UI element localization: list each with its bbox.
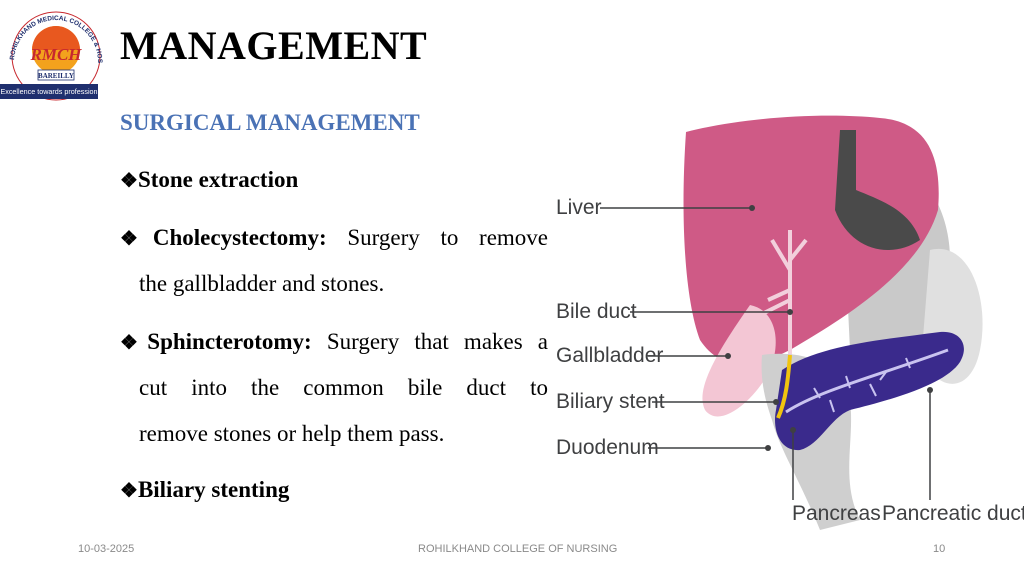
liver-shape xyxy=(683,115,939,364)
footer-page-number: 10 xyxy=(933,543,946,555)
logo-city: BAREILLY xyxy=(38,72,74,80)
footer-date: 10-03-2025 xyxy=(78,543,135,555)
bullet-term: Biliary stenting xyxy=(137,477,290,502)
gallbladder-shape xyxy=(702,305,776,417)
bullet-term: Cholecystectomy: xyxy=(152,225,327,250)
bullet-term: Stone extraction xyxy=(137,167,299,192)
footer-center-text: ROHILKHAND COLLEGE OF NURSING xyxy=(418,543,618,555)
logo-monogram: RMCH xyxy=(29,45,82,64)
bullet-continuation: cut into the common bile duct to xyxy=(139,375,548,400)
biliary-stent-shape xyxy=(776,354,792,419)
list-item: ❖Stone extraction xyxy=(120,160,548,218)
bullet-icon: ❖ xyxy=(120,332,148,354)
list-item: ❖Sphincterotomy: Surgery that makes a xyxy=(120,322,548,368)
list-item: ❖Cholecystectomy: Surgery to remove xyxy=(120,218,548,264)
label-pancreas: Pancreas xyxy=(792,502,881,525)
list-item: ❖Biliary stenting xyxy=(120,470,548,516)
bullet-icon: ❖ xyxy=(120,480,138,502)
biliary-anatomy-diagram: Liver Bile duct Gallbladder Biliary sten… xyxy=(550,100,1024,540)
bullet-text: Surgery that makes a xyxy=(326,329,548,354)
label-biliary-stent: Biliary stent xyxy=(556,390,665,413)
logo-tagline: Excellence towards profession xyxy=(0,87,97,96)
pancreatic-duct-shape xyxy=(785,348,949,414)
bullet-icon: ❖ xyxy=(120,228,153,250)
esophagus-shape xyxy=(835,130,920,250)
bullet-continuation: remove stones or help them pass. xyxy=(139,421,445,446)
bullet-text: Surgery to remove xyxy=(347,225,549,250)
slide-subtitle: SURGICAL MANAGEMENT xyxy=(120,110,420,135)
bullet-icon: ❖ xyxy=(120,170,138,192)
label-liver: Liver xyxy=(556,196,602,219)
pancreas-shape xyxy=(775,331,964,451)
label-pancreatic-duct: Pancreatic duct xyxy=(882,502,1024,525)
slide-title: MANAGEMENT xyxy=(120,23,428,68)
bullet-list: ❖Stone extraction ❖Cholecystectomy: Surg… xyxy=(120,160,548,516)
bullet-continuation: the gallbladder and stones. xyxy=(139,271,385,296)
college-logo: ROHILKHAND MEDICAL COLLEGE & HOSPITAL RM… xyxy=(0,0,112,104)
label-bile-duct: Bile duct xyxy=(556,300,637,323)
label-duodenum: Duodenum xyxy=(556,436,659,459)
label-gallbladder: Gallbladder xyxy=(556,344,663,367)
bullet-term: Sphincterotomy: xyxy=(147,329,312,354)
